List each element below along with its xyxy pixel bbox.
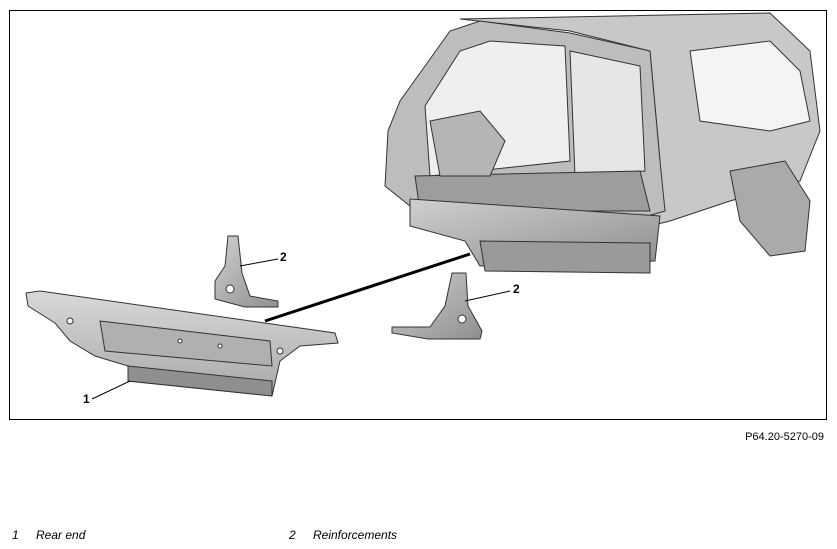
rear-end-panel [25, 290, 339, 397]
legend-item-1: 1 Rear end [12, 528, 85, 542]
alignment-line [264, 252, 471, 323]
reinforcement-left [214, 235, 279, 308]
legend-text: Rear end [36, 528, 86, 542]
legend-number: 2 [289, 528, 296, 542]
legend-item-2: 2 Reinforcements [289, 528, 397, 542]
callout-label-2b: 2 [513, 282, 520, 296]
callout-label-2a: 2 [280, 250, 287, 264]
callout-leader-2b [464, 290, 511, 302]
callout-leader-2a [239, 258, 279, 267]
vehicle-body-shell [384, 12, 821, 274]
legend-number: 1 [12, 528, 19, 542]
diagram-frame: 1 2 2 [9, 10, 827, 420]
callout-label-1: 1 [83, 392, 90, 406]
legend-text: Reinforcements [313, 528, 398, 542]
exploded-view-illustration: 1 2 2 [25, 12, 821, 406]
callout-leader-1 [91, 380, 131, 400]
reinforcement-right [391, 272, 483, 340]
figure-reference: P64.20-5270-09 [745, 431, 824, 443]
